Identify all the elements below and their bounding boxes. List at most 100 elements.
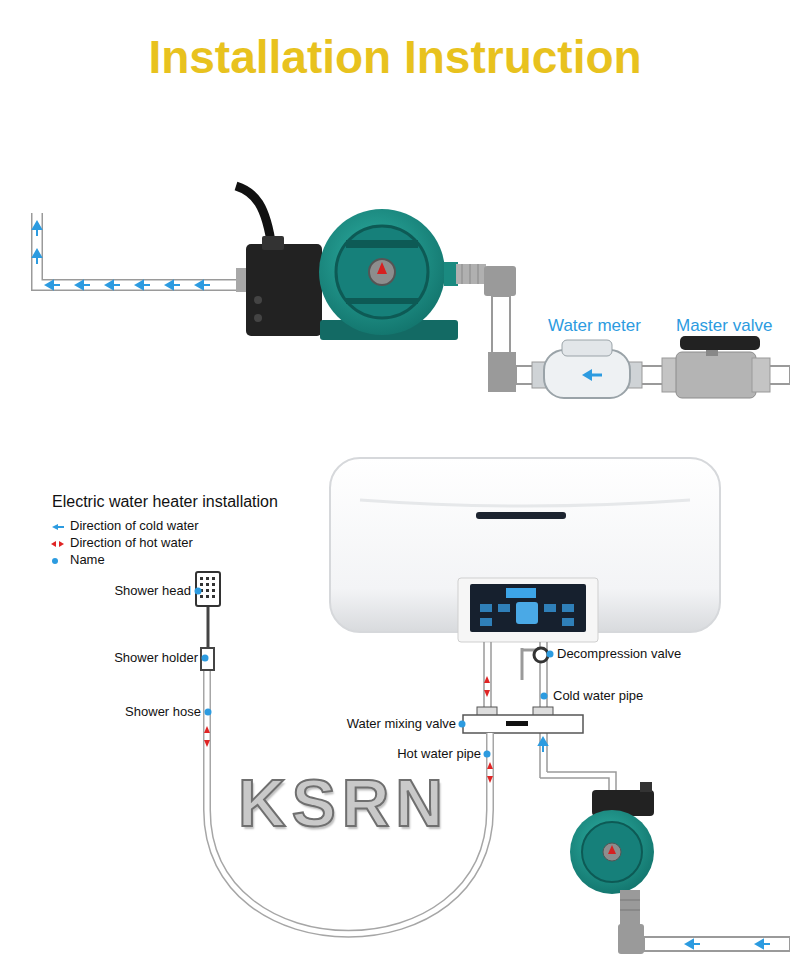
part-label: Decompression valve [557, 646, 681, 662]
flow-arrow [196, 281, 203, 289]
flow-arrow [203, 284, 210, 286]
shower-head [200, 577, 203, 580]
pump [254, 314, 262, 322]
shower-holder [201, 648, 214, 670]
pump [620, 890, 640, 926]
pump [478, 264, 479, 284]
water-heater [458, 578, 598, 642]
pipe [618, 924, 644, 954]
pipe [490, 642, 492, 708]
flow-arrow [756, 940, 763, 948]
pump [462, 264, 463, 284]
flow-arrow [693, 943, 700, 945]
legend-swatch [52, 524, 58, 530]
legend-swatch [59, 541, 64, 547]
decompression-valve [521, 648, 524, 680]
flow-arrow [539, 738, 547, 745]
mixing-valve [463, 707, 583, 733]
name-dot [541, 693, 548, 700]
legend-swatch [50, 538, 66, 550]
shower-head [200, 583, 203, 586]
water-heater [480, 604, 492, 612]
legend-text: Direction of hot water [70, 535, 193, 551]
part-label: Master valve [676, 316, 772, 336]
flow-arrow [33, 250, 41, 257]
pipe [483, 642, 485, 708]
part-label: Shower head [114, 583, 191, 599]
pipe [540, 778, 609, 792]
name-dot [547, 651, 554, 658]
legend-swatch [58, 526, 64, 528]
title: Installation Instruction [0, 30, 790, 85]
water-heater [498, 604, 510, 612]
pump [640, 782, 652, 792]
water-heater [562, 618, 574, 626]
shower-head [212, 583, 215, 586]
shower-hose [207, 668, 490, 934]
master-valve [680, 336, 760, 350]
decompression-valve [534, 648, 548, 662]
pump [346, 240, 418, 248]
flow-arrow [136, 281, 143, 289]
part-label: Cold water pipe [553, 688, 643, 704]
shower-head [200, 595, 203, 598]
water-heater [476, 512, 566, 519]
hot-flow-arrow [484, 676, 490, 683]
legend-swatch [51, 541, 56, 547]
pipe [37, 213, 244, 285]
hot-flow-arrow [487, 776, 493, 783]
pipe [488, 352, 516, 392]
part-label: Shower holder [114, 650, 198, 666]
pump [470, 264, 471, 284]
shower-hose [207, 668, 490, 934]
master-valve [752, 358, 770, 392]
shower-head [200, 577, 215, 598]
flow-arrow [33, 222, 210, 289]
shower-head [206, 583, 209, 586]
name-dot [202, 655, 209, 662]
name-dot [195, 588, 554, 758]
pump [570, 810, 654, 894]
name-dot [459, 721, 466, 728]
water-heater [506, 588, 536, 598]
shower-head [212, 577, 215, 580]
pump [346, 298, 418, 304]
pump [377, 262, 387, 274]
pump [620, 910, 640, 911]
pipe [37, 213, 244, 285]
water-meter [562, 340, 612, 356]
pipe [547, 772, 616, 792]
pipe [618, 924, 790, 954]
flow-arrow [542, 745, 544, 752]
legend-swatch [50, 555, 66, 567]
pump [262, 236, 284, 250]
hot-flow-arrow [487, 762, 493, 769]
master-valve [662, 336, 770, 398]
pump [444, 262, 458, 286]
flow-arrow [686, 940, 693, 948]
pump [319, 209, 445, 335]
water-meter [532, 340, 642, 398]
pump [620, 900, 640, 901]
water-heater [360, 500, 690, 506]
flow-arrow [763, 943, 770, 945]
pump [236, 186, 486, 340]
part-label: Hot water pipe [397, 746, 481, 762]
flow-arrow [173, 284, 180, 286]
flow-arrow [36, 257, 38, 264]
flow-arrow [83, 284, 90, 286]
water-heater [516, 602, 538, 624]
water-heater [480, 618, 492, 626]
flow-arrow [76, 281, 83, 289]
flow-arrow [106, 281, 113, 289]
shower-head [196, 572, 220, 652]
hot-flow-arrow [484, 690, 490, 697]
name-dot [484, 751, 491, 758]
shower-head [206, 577, 209, 580]
name-dot [205, 709, 212, 716]
shower-head [206, 589, 209, 592]
pump [246, 244, 322, 336]
pipe [484, 266, 516, 296]
pipe [546, 733, 548, 772]
pump [336, 226, 428, 318]
